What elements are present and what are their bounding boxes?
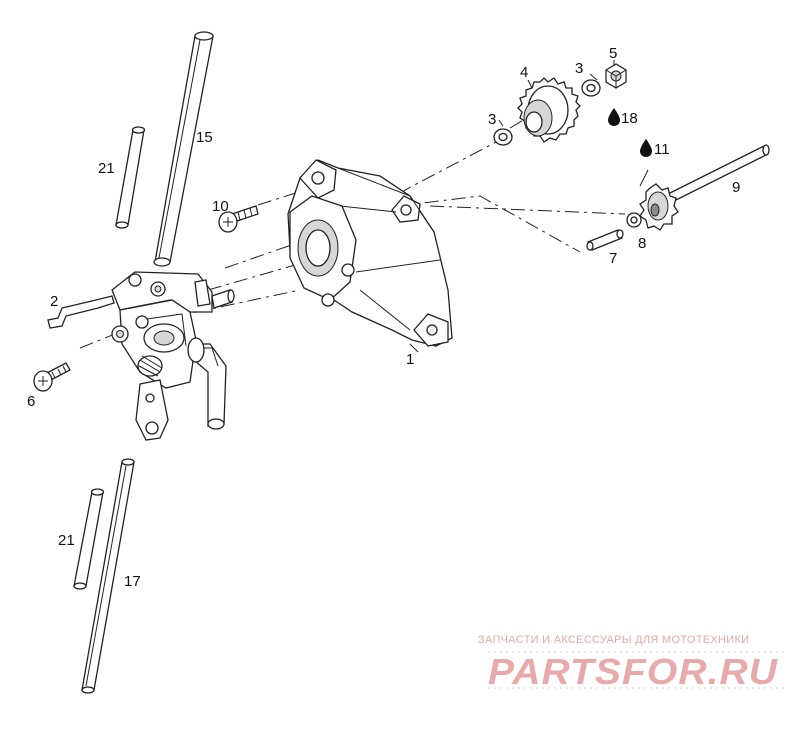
- callout-21-lower: 21: [58, 532, 75, 549]
- oil-drop-icon: [640, 139, 652, 157]
- washer-8: [626, 212, 642, 228]
- oil-tube-17: [81, 458, 135, 694]
- callout-11: 11: [654, 141, 670, 158]
- callout-2: 2: [50, 293, 58, 310]
- callout-4: 4: [520, 64, 528, 81]
- leader-lines: [409, 60, 649, 353]
- callout-labels: 1 2 3 3 4 5 6 7 8 9 10 11 15 17 18 21 21: [27, 45, 740, 590]
- oil-tube-21-lower: [73, 488, 105, 590]
- watermark-tagline: ЗАПЧАСТИ И АКСЕССУАРЫ ДЛЯ МОТОТЕХНИКИ: [478, 634, 750, 646]
- drive-shaft-9: [639, 144, 770, 231]
- callout-1: 1: [406, 351, 414, 368]
- callout-17: 17: [124, 573, 141, 590]
- callout-6: 6: [27, 393, 35, 410]
- callout-3-left: 3: [488, 111, 496, 128]
- callout-15: 15: [196, 129, 213, 146]
- screw-10: [218, 205, 259, 233]
- washer-3-left: [493, 128, 513, 146]
- callout-5: 5: [609, 45, 617, 62]
- callout-8: 8: [638, 235, 646, 252]
- screw-6: [33, 362, 71, 392]
- callout-7: 7: [609, 250, 617, 267]
- nut-5: [605, 63, 627, 89]
- watermark-logo-text: PARTSFOR.RU: [488, 651, 778, 692]
- oil-pump-assembly: [111, 271, 235, 441]
- watermark-logo: PARTSFOR.RU: [488, 651, 784, 692]
- callout-3-right: 3: [575, 60, 583, 77]
- pin-7: [586, 229, 624, 251]
- callout-18: 18: [621, 110, 638, 127]
- washer-3-right: [581, 79, 601, 97]
- callout-21-upper: 21: [98, 160, 115, 177]
- oil-drop-icon: [608, 108, 620, 126]
- housing-cover-1: [287, 159, 453, 347]
- gear-4: [517, 77, 581, 143]
- bracket-2: [47, 295, 115, 329]
- callout-9: 9: [732, 179, 740, 196]
- callout-10: 10: [212, 198, 229, 215]
- oil-tube-21-upper: [115, 126, 146, 229]
- oil-tube-15: [153, 31, 214, 267]
